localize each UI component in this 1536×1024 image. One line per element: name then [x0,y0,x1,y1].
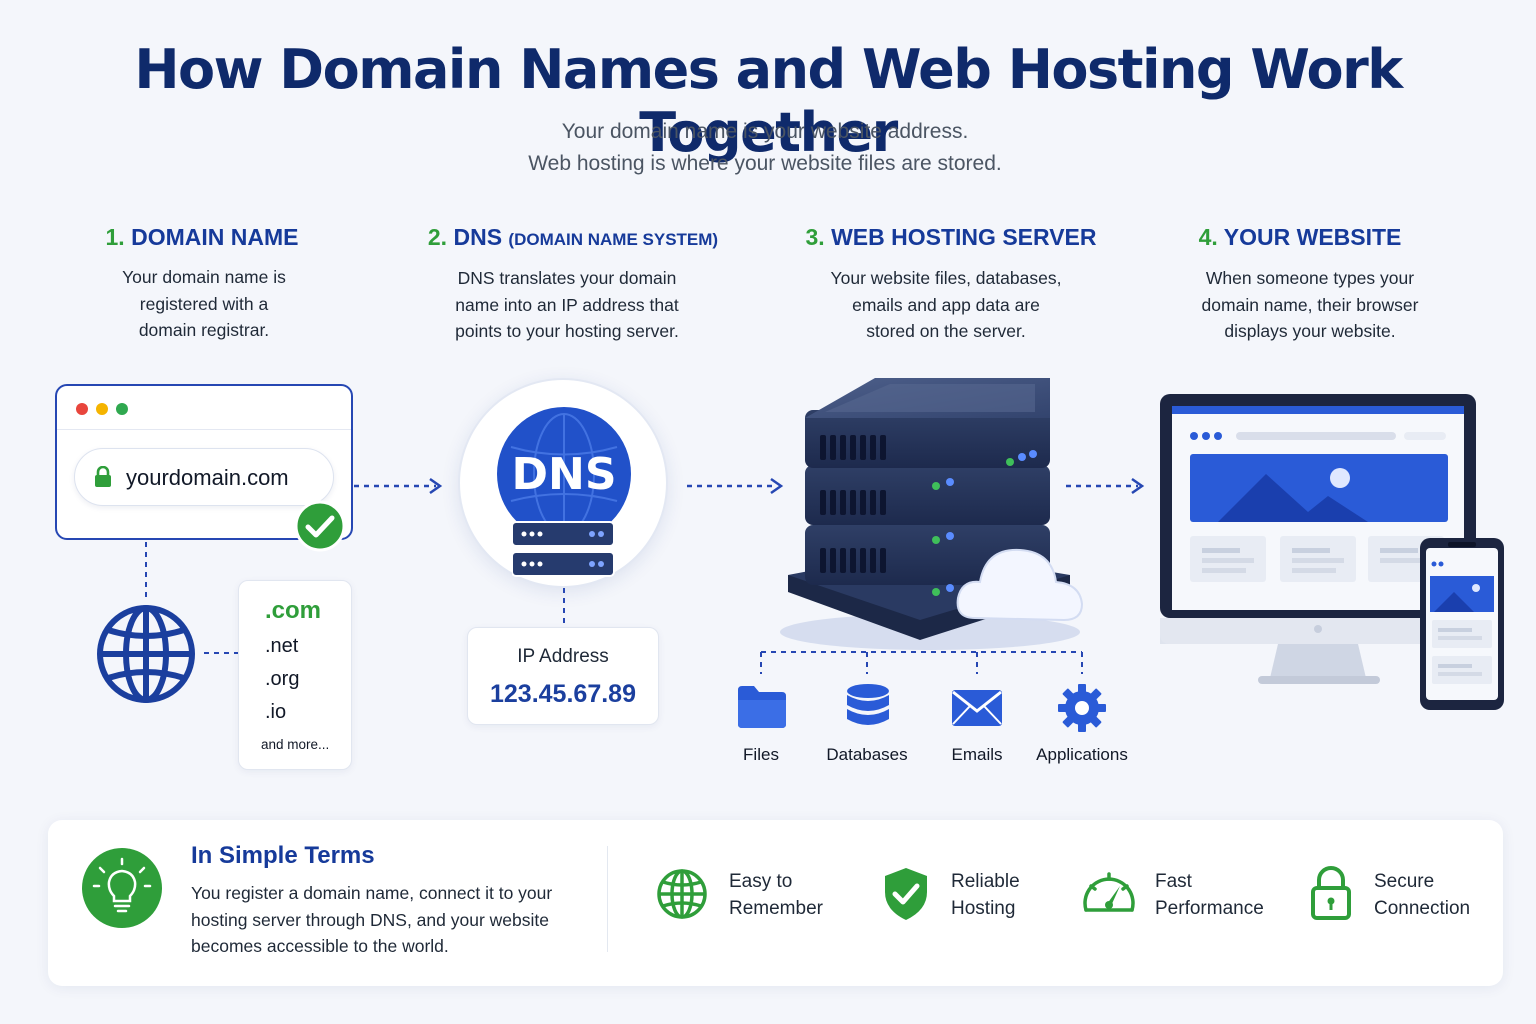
step-number: 3. [805,224,825,250]
desc-line: domain name, their browser [1201,294,1419,315]
step-number: 4. [1198,224,1218,250]
step-3-description: Your website files, databases, emails an… [796,265,1096,345]
feature-line: Reliable [951,871,1020,892]
step-title-small: (DOMAIN NAME SYSTEM) [508,230,719,249]
ip-address-card: IP Address 123.45.67.89 [467,627,659,725]
envelope-icon [952,690,1002,726]
speedometer-icon [1083,872,1135,912]
feature-fast-performance: Fast Performance [1155,868,1264,922]
desc-line: displays your website. [1224,321,1396,341]
dns-badge: DNS [511,449,617,500]
server-rack-icon [512,521,615,577]
feature-line: Hosting [951,898,1016,919]
lightbulb-icon [82,848,162,928]
padlock-icon [1311,866,1351,920]
step-4-heading: 4. YOUR WEBSITE [1150,224,1450,251]
folder-icon [738,686,786,728]
step-1-heading: 1. DOMAIN NAME [52,224,352,251]
step-1-description: Your domain name is registered with a do… [54,264,354,344]
ip-value: 123.45.67.89 [490,680,636,708]
step-2-heading: 2. DNS (DOMAIN NAME SYSTEM) [398,224,748,251]
server-stack-icon [780,378,1084,650]
feature-line: Easy to [729,871,793,892]
resource-label-applications: Applications [1036,745,1128,764]
feature-reliable-hosting: Reliable Hosting [951,868,1020,922]
step-4-description: When someone types your domain name, the… [1160,265,1460,345]
desc-line: Your website files, databases, [830,268,1062,288]
desc-line: registered with a [139,293,269,314]
cloud-icon [956,548,1084,622]
desc-line: domain registrar. [138,320,270,340]
desc-line: Your domain name is [122,267,286,287]
maximize-dot-icon [116,403,128,415]
resource-label-databases: Databases [826,745,908,764]
desc-line: stored on the server. [866,321,1026,341]
step-title: YOUR WEBSITE [1223,224,1402,250]
desc-line: When someone types your [1205,268,1415,288]
step-title: DNS [453,224,503,250]
subtitle-line-1: Your domain name is your website address… [561,120,969,143]
desc-line: DNS translates your domain [457,268,677,288]
tld-item: .org [265,668,300,690]
feature-secure-connection: Secure Connection [1374,868,1470,922]
summary-text: You register a domain name, connect it t… [191,880,591,960]
divider [607,846,608,952]
step-number: 1. [105,224,125,250]
page-title: How Domain Names and Web Hosting Work To… [134,38,1403,164]
tld-item: .io [265,701,287,723]
step-title: DOMAIN NAME [131,224,299,250]
step-number: 2. [427,224,448,250]
resource-label-emails: Emails [951,745,1003,764]
feature-line: Fast [1155,871,1192,892]
feature-line: Connection [1374,898,1471,919]
summary-line: You register a domain name, connect it t… [191,883,553,903]
feature-line: Remember [729,898,823,919]
gear-icon [1058,684,1106,732]
desc-line: points to your hosting server. [455,321,679,341]
feature-line: Secure [1374,871,1435,892]
connector-line [563,588,565,626]
close-dot-icon [76,403,88,415]
summary-line: hosting server through DNS, and your web… [191,909,549,930]
feature-line: Performance [1155,898,1264,919]
minimize-dot-icon [96,403,108,415]
subtitle-line-2: Web hosting is where your website files … [528,152,1002,175]
database-icon [847,684,889,725]
browser-title-bar [57,386,351,430]
resource-connectors [760,651,1083,674]
globe-icon [657,869,707,919]
address-bar[interactable]: yourdomain.com [74,448,334,506]
step-title: WEB HOSTING SERVER [831,224,1097,250]
summary-line: becomes accessible to the world. [191,936,449,956]
arrow-right-icon [687,477,784,495]
step-3-heading: 3. WEB HOSTING SERVER [780,224,1122,251]
tld-item: .com [265,597,322,624]
tld-list-card: .com .net .org .io and more... [238,580,352,770]
monitor-phone-icon [1160,394,1504,710]
summary-title: In Simple Terms [191,842,375,869]
check-icon [294,500,346,552]
desc-line: name into an IP address that [455,294,679,315]
resource-label-files: Files [743,745,779,764]
tld-item: .net [265,635,299,657]
lock-icon [95,466,111,487]
tld-more: and more... [261,737,330,752]
arrow-right-icon [354,477,443,495]
summary-panel [48,820,1503,986]
globe-icon [97,605,195,703]
desc-line: emails and app data are [852,294,1040,315]
page-subtitle: Your domain name is your website address… [0,116,1530,180]
domain-url: yourdomain.com [126,465,289,490]
shield-check-icon [885,868,927,920]
feature-easy-to-remember: Easy to Remember [729,868,823,922]
arrow-right-icon [1066,477,1145,495]
connector-lines [145,542,240,654]
step-2-description: DNS translates your domain name into an … [417,265,717,345]
ip-label: IP Address [517,646,609,667]
